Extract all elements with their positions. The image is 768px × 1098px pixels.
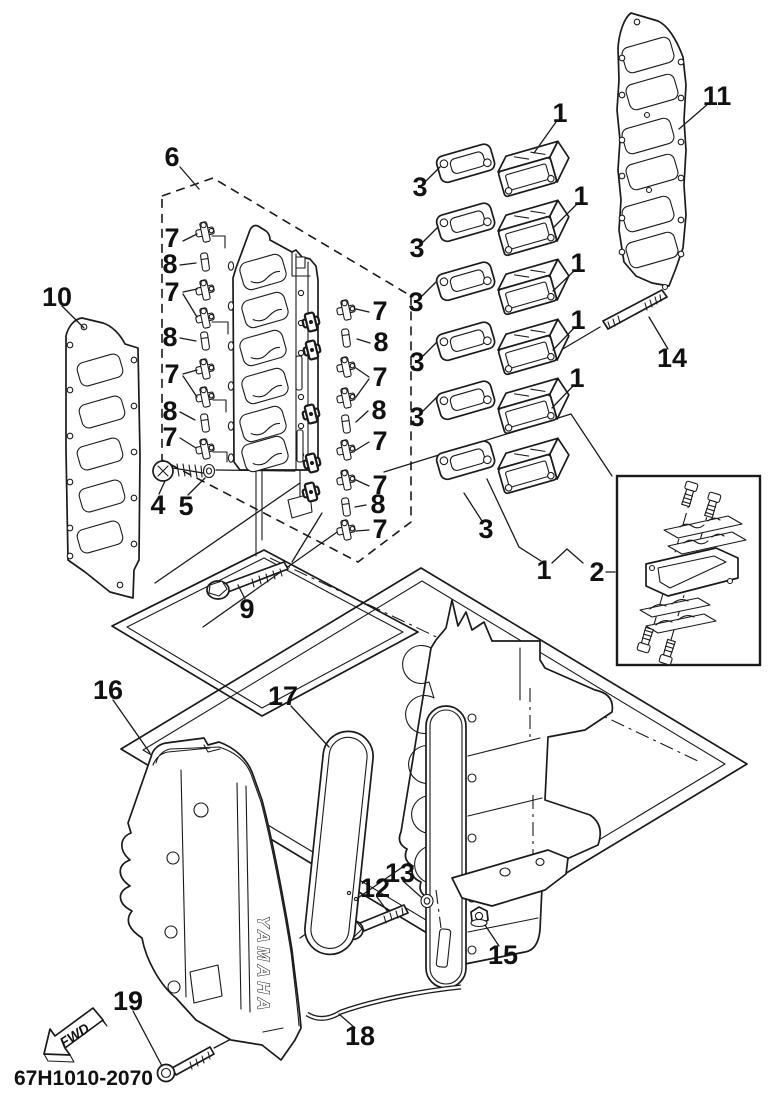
callout-16: 16 xyxy=(93,675,123,705)
bolt-4-washer-5 xyxy=(152,460,216,482)
silencer-cover-16: YAMAHA xyxy=(119,737,302,1061)
seal-mark-dot xyxy=(353,896,359,902)
callout-4: 4 xyxy=(150,490,165,520)
callout-13: 13 xyxy=(385,858,415,888)
callout-1: 1 xyxy=(570,248,585,278)
callout-3: 3 xyxy=(478,514,493,544)
callout-3: 3 xyxy=(409,233,424,263)
yamaha-logo-text: YAMAHA xyxy=(254,916,273,1012)
callout-1: 1 xyxy=(552,98,567,128)
callout-3: 3 xyxy=(409,347,424,377)
callout-8: 8 xyxy=(162,249,177,279)
callout-1: 1 xyxy=(569,363,584,393)
callout-3: 3 xyxy=(408,287,423,317)
gasket-11 xyxy=(616,12,687,291)
callout-3: 3 xyxy=(409,402,424,432)
callout-7: 7 xyxy=(164,277,179,307)
callout-11: 11 xyxy=(703,81,732,111)
callout-1: 1 xyxy=(570,305,585,335)
callout-8: 8 xyxy=(162,396,177,426)
bolt-9 xyxy=(206,561,289,600)
stud-14 xyxy=(602,289,668,330)
seal-mark-dot xyxy=(346,890,352,896)
callout-9: 9 xyxy=(239,594,254,624)
callout-1: 1 xyxy=(573,181,588,211)
callout-14: 14 xyxy=(657,343,687,373)
callout-5: 5 xyxy=(178,491,193,521)
callout-18: 18 xyxy=(345,1021,375,1051)
callout-19: 19 xyxy=(113,986,143,1016)
callout-10: 10 xyxy=(42,282,72,312)
callout-2: 2 xyxy=(589,557,604,587)
leader-lines xyxy=(61,102,710,1067)
manifold-group-boundary xyxy=(161,177,412,563)
callout-7: 7 xyxy=(372,470,387,500)
callout-3: 3 xyxy=(412,172,427,202)
callout-8: 8 xyxy=(371,395,386,425)
check-valve-fittings xyxy=(193,219,358,543)
intake-manifold xyxy=(227,224,324,557)
reed-valve-detail-box xyxy=(615,474,762,667)
callout-1: 1 xyxy=(536,555,551,585)
callout-7: 7 xyxy=(164,359,179,389)
callout-15: 15 xyxy=(488,940,518,970)
gasket-10 xyxy=(65,317,141,599)
cylinder-block xyxy=(398,599,614,989)
reed-valve-rows xyxy=(434,138,576,495)
callout-8: 8 xyxy=(373,327,388,357)
callout-8: 8 xyxy=(162,322,177,352)
callout-17: 17 xyxy=(268,681,298,711)
hose-18 xyxy=(305,928,462,1021)
part-code-text: 67H1010-2070 xyxy=(14,1067,153,1090)
callout-7: 7 xyxy=(372,426,387,456)
callout-7: 7 xyxy=(162,422,177,452)
callout-6: 6 xyxy=(164,142,179,172)
callout-7: 7 xyxy=(372,362,387,392)
callout-12: 12 xyxy=(360,873,390,903)
callout-7: 7 xyxy=(164,223,179,253)
callout-7: 7 xyxy=(372,296,387,326)
callout-8: 8 xyxy=(370,489,385,519)
fwd-arrow-icon: FWD xyxy=(43,1007,108,1063)
bolt-19 xyxy=(156,1046,215,1083)
callout-7: 7 xyxy=(372,514,387,544)
